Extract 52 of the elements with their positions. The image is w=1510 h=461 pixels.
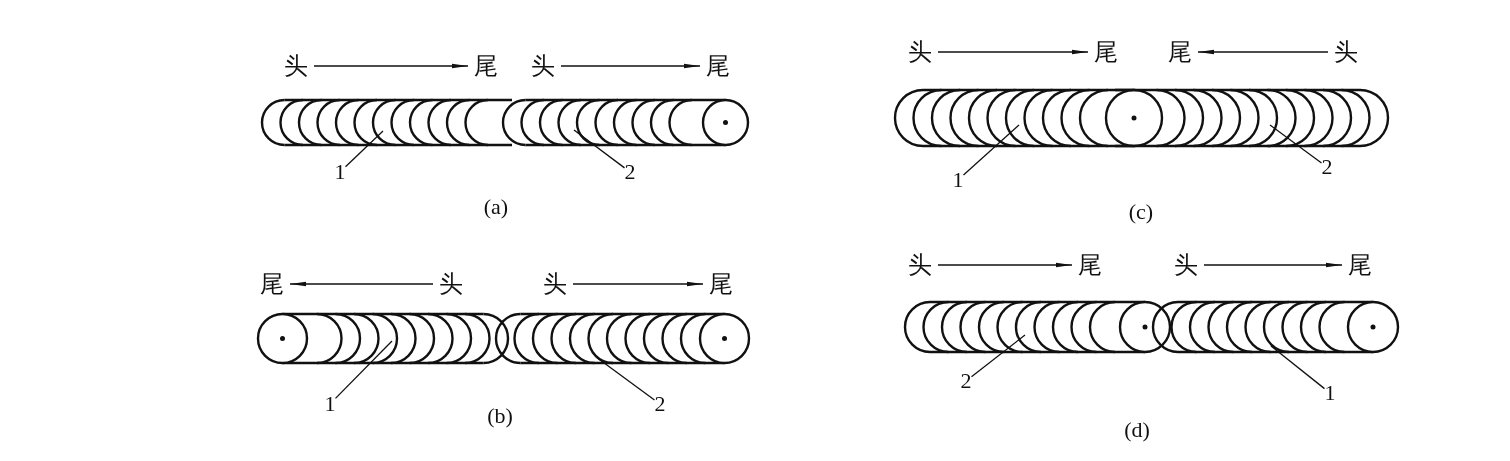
weld-bead-drawing — [262, 100, 512, 145]
panel-caption: (c) — [1128, 201, 1154, 223]
arrow — [1197, 49, 1329, 55]
direction-label: 头 — [439, 272, 463, 296]
arrow — [289, 281, 434, 287]
arrow — [572, 281, 704, 287]
callout-number: 1 — [334, 161, 346, 183]
direction-label: 头 — [908, 253, 932, 277]
callout-number: 2 — [654, 393, 666, 415]
direction-label: 头 — [1174, 253, 1198, 277]
direction-label: 尾 — [1078, 253, 1102, 277]
weld-bead-drawing — [496, 314, 749, 363]
callout-number: 1 — [952, 169, 964, 191]
panel-caption: (d) — [1124, 419, 1150, 441]
leader-line — [334, 340, 393, 400]
direction-label: 尾 — [1168, 40, 1192, 64]
direction-label: 尾 — [1348, 253, 1372, 277]
callout-number: 2 — [1321, 156, 1333, 178]
panel-caption: (a) — [483, 196, 509, 218]
direction-label: 尾 — [706, 54, 730, 78]
leader-line — [573, 129, 626, 169]
direction-label: 头 — [908, 40, 932, 64]
leader-line — [970, 334, 1026, 378]
direction-label: 尾 — [260, 272, 284, 296]
weld-bead-drawing — [1115, 90, 1388, 146]
weld-bead-drawing — [905, 302, 1170, 352]
direction-label: 头 — [284, 54, 308, 78]
callout-number: 1 — [324, 393, 336, 415]
callout-number: 2 — [960, 370, 972, 392]
direction-label: 尾 — [474, 54, 498, 78]
direction-label: 头 — [1334, 40, 1358, 64]
arrow — [313, 63, 469, 69]
leader-line — [1269, 124, 1323, 164]
direction-label: 尾 — [1094, 40, 1118, 64]
leader-line — [595, 356, 656, 401]
weld-bead-drawing — [895, 90, 1162, 146]
direction-label: 头 — [531, 54, 555, 78]
arrow — [560, 63, 701, 69]
direction-label: 尾 — [709, 272, 733, 296]
panel-caption: (b) — [487, 405, 513, 427]
arrow — [937, 49, 1089, 55]
callout-number: 1 — [1324, 382, 1336, 404]
weld-bead-drawing — [258, 314, 508, 363]
weld-bead-drawing — [503, 100, 748, 145]
callout-number: 2 — [624, 161, 636, 183]
weld-bead-drawing — [1153, 302, 1398, 352]
leader-line — [1270, 345, 1326, 390]
arrow — [1203, 262, 1343, 268]
direction-label: 头 — [543, 272, 567, 296]
arrow — [937, 262, 1073, 268]
leader-line — [962, 124, 1020, 176]
leader-line — [344, 130, 384, 168]
